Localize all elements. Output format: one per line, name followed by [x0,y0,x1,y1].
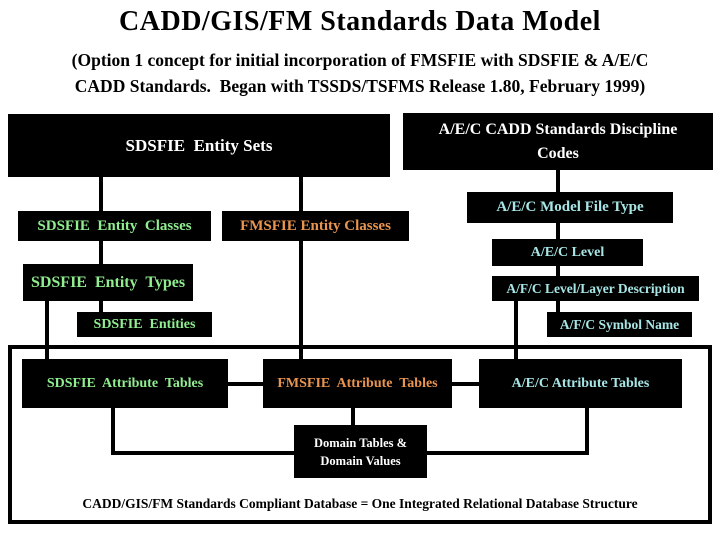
connector-aec-attr-down [585,407,589,455]
connector-sdsfie-attr-to-fmsfie-attr [228,382,263,386]
connector-entity-sets-to-fmsfie-attr [299,177,303,360]
box-afc-symbol-name: A/F/C Symbol Name [547,312,692,337]
box-sdsfie-entity-sets: SDSFIE Entity Sets [8,114,390,177]
box-sdsfie-attribute-tables: SDSFIE Attribute Tables [22,359,228,408]
box-aec-cadd-discipline-codes: A/E/C CADD Standards Discipline Codes [403,113,713,170]
box-sdsfie-entities: SDSFIE Entities [77,312,212,337]
box-fmsfie-attribute-tables: FMSFIE Attribute Tables [263,359,452,408]
connector-sdsfie-types-to-attr [45,301,49,361]
page-subtitle: (Option 1 concept for initial incorporat… [71,50,649,96]
box-sdsfie-entity-types: SDSFIE Entity Types [23,264,193,301]
connector-sdsfie-attr-down [111,407,115,455]
connector-sdsfie-types-to-entities [99,301,103,313]
connector-level-layer-to-aec-attr [514,300,518,360]
box-aec-level: A/E/C Level [492,239,643,266]
box-sdsfie-entity-classes: SDSFIE Entity Classes [18,211,211,241]
box-fmsfie-entity-classes: FMSFIE Entity Classes [222,211,409,241]
box-domain-tables-values: Domain Tables & Domain Values [294,425,427,478]
box-aec-model-file-type: A/E/C Model File Type [467,192,673,223]
page-title: CADD/GIS/FM Standards Data Model [119,6,601,37]
connector-left-to-domain [111,451,294,455]
connector-domain-to-right [427,451,589,455]
compliant-database-caption: CADD/GIS/FM Standards Compliant Database… [82,496,638,511]
connector-entity-sets-to-sdsfie-classes [99,177,103,211]
connector-sdsfie-classes-to-types [99,241,103,265]
box-afc-level-layer-description: A/F/C Level/Layer Description [492,276,699,301]
box-aec-attribute-tables: A/E/C Attribute Tables [479,359,682,408]
connector-fmsfie-attr-to-domain [351,407,355,426]
connector-fmsfie-attr-to-aec-attr [452,382,479,386]
